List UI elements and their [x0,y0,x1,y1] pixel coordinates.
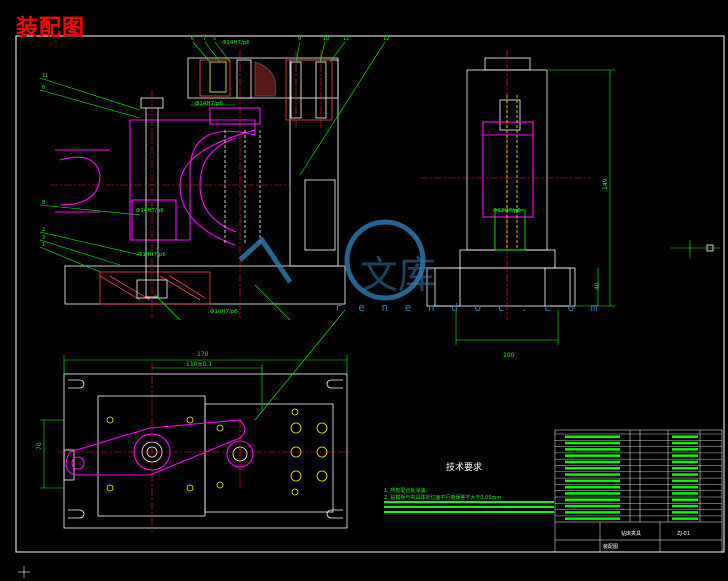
watermark-url: r e n e n d o c . c o m [335,301,603,314]
parts-list-cell [565,441,620,445]
parts-list-cell [672,448,698,451]
parts-list-cell [672,467,698,470]
watermark-cn: 文库 [360,253,437,297]
title-block-rows [555,433,722,520]
svg-text:8: 8 [42,200,45,206]
svg-text:11: 11 [343,36,349,42]
pin-icon [706,244,714,252]
parts-list-cell [565,492,620,495]
parts-list-cell [565,504,620,508]
front-view: 11 6 8 2 31 6 7 5 9 10 11 12 [39,36,389,321]
svg-text:3: 3 [42,235,45,241]
dim-width-plan: 170 [197,351,209,358]
parts-list-cell [672,492,698,495]
fit-side-label: Φ12H7/p6 [493,208,521,214]
plan-body [63,373,348,529]
dim-base-height: 40 [594,282,601,290]
svg-text:5: 5 [213,36,216,42]
svg-text:12: 12 [383,36,389,42]
svg-text:10: 10 [323,36,329,42]
tech-requirements-title: 技术要求 [446,463,483,473]
dim-side-height: 149 [602,178,609,190]
svg-text:1: 1 [42,242,45,248]
svg-text:2: 2 [42,227,45,233]
plan-left-block [97,395,206,517]
svg-text:11: 11 [42,73,48,79]
parts-list-cell [565,473,620,476]
svg-text:6: 6 [42,85,45,91]
titleblock-name: 钻床夹具 [621,531,642,537]
plan-view [40,309,350,532]
parts-list-cell [672,473,698,476]
fit-mid-left-label: Φ14H7/p6 [195,101,223,107]
parts-list-cell [565,517,620,520]
parts-list-cell [565,460,620,464]
plan-right-block [204,403,334,513]
parts-list-cell [565,454,620,457]
parts-list-cell [672,479,698,483]
parts-list-cell [565,479,620,483]
dim-height-plan: 70 [36,442,43,450]
parts-list-cell [565,448,620,451]
parts-list-cell [672,454,698,457]
drill-plate [187,57,339,99]
dim-side-width: 100 [503,352,515,359]
fit-lower-left-label: Φ14H7/p6 [138,252,166,258]
parts-list-cell [565,485,620,489]
parts-list-cell [672,460,698,464]
fit-top-label: Φ14H7/p6 [222,40,250,46]
workpiece [55,107,261,246]
parts-list-cell [565,467,620,470]
title-block [554,429,723,553]
upright-block [289,59,339,267]
svg-text:6: 6 [191,36,194,42]
cursor-icon [18,566,30,578]
tech-requirement-line: 1. 所有配合处涂油。 [384,488,431,494]
drawing-frame [15,35,725,553]
parts-list-cell [672,517,698,520]
parts-list-cell [672,485,698,489]
side-view [420,50,720,345]
parts-list-cell [565,511,620,514]
parts-list-cell [565,435,620,438]
dim-hole-spacing: 110±0.1 [186,361,213,368]
fit-bottom-label: Φ10H7/p6 [210,309,238,315]
upright-lower [304,179,336,251]
parts-list-cell [565,498,620,501]
side-top [484,57,531,71]
parts-list-cell [672,511,698,514]
parts-list-cell [672,435,698,438]
parts-list-cell [672,498,698,501]
tech-bars [384,501,554,513]
parts-list-cell [672,504,698,508]
svg-text:9: 9 [298,36,301,42]
titleblock-code: ZJ-01 [677,531,690,537]
svg-text:7: 7 [203,36,206,42]
fit-mid-right-label: Φ14H7/p6 [136,208,164,214]
watermark [238,219,426,301]
titleblock-drawing-type: 装配图 [603,544,619,550]
parts-list-cell [672,441,698,445]
tech-requirement-line: 2. 钻模板与夹具体定位面平行度误差不大于0.05mm [384,495,502,501]
base-section [99,271,211,305]
drawing-title: 装配图 [16,15,86,41]
